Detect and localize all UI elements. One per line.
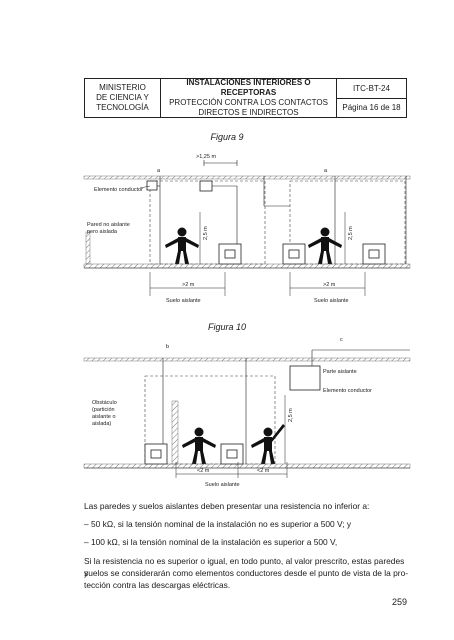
ministry-cell: MINISTERIO DE CIENCIA Y TECNOLOGÍA [85, 79, 161, 117]
doc-subtitle-line: DIRECTOS E INDIRECTOS [198, 108, 299, 117]
list-item: – 50 kΩ, si la tensión nominal de la ins… [84, 519, 352, 529]
obstaculo-line: aislante o [92, 414, 116, 420]
height-right: 2,5 m [348, 226, 354, 240]
appliance-icon [144, 443, 168, 465]
dim-right: >2 m [323, 282, 336, 288]
dim-right: <2 m [257, 468, 270, 474]
elemento-conductor-label: Elemento conductor [323, 388, 372, 394]
dim-left: <2 m [197, 468, 210, 474]
floor-hatch [83, 463, 411, 469]
doc-subtitle-line: PROTECCIÓN CONTRA LOS CONTACTOS [169, 98, 328, 107]
conductor-element [146, 180, 158, 191]
figure9-diagram: a a >1,25 m Elemento conductor Pared no … [83, 154, 411, 304]
intro-text: Las paredes y suelos aislantes deben pre… [84, 501, 370, 511]
figure10-diagram: b c Parte aislante Elemento conductor Ob… [83, 337, 411, 488]
height-left: 2,5 m [203, 226, 209, 240]
label-a1-left: a [157, 168, 161, 174]
obstacle-partition [171, 400, 179, 465]
figure10-caption: Figura 10 [207, 322, 247, 332]
header-table: MINISTERIO DE CIENCIA Y TECNOLOGÍA INSTA… [84, 78, 407, 118]
parte-aislante-label: Parte aislante [323, 369, 357, 375]
doc-title: INSTALACIONES INTERIORES O RECEPTORAS [186, 78, 311, 97]
suelo-right: Suelo aislante [314, 298, 349, 304]
paragraph-line: tección contra las descargas eléctricas. [84, 580, 231, 590]
suelo-label: Suelo aislante [205, 482, 240, 488]
pared-label-1: Pared no aislante [87, 222, 130, 228]
ministry-line: MINISTERIO [99, 83, 146, 92]
dim-left: >2 m [182, 282, 195, 288]
label-a1-right: a [324, 168, 328, 174]
list-item: – 100 kΩ, si la tensión nominal de la in… [84, 537, 338, 547]
appliance-icon [220, 443, 244, 465]
conductor-element [289, 365, 321, 391]
person-figure [182, 427, 216, 464]
paragraph-line: Si la resistencia no es superior o igual… [84, 556, 405, 578]
label-c: c [340, 337, 343, 343]
page-number: 259 [391, 597, 407, 607]
obstaculo-line: aislada) [92, 421, 111, 427]
pared-label-2: pero aislada [87, 229, 118, 235]
elemento-conductor-label: Elemento conductor [94, 187, 143, 193]
page-indicator: Página 16 de 18 [342, 103, 401, 113]
figure9-caption: Figura 9 [210, 132, 244, 142]
obstaculo-line: (partición [92, 407, 115, 413]
title-cell: INSTALACIONES INTERIORES O RECEPTORAS PR… [161, 78, 337, 117]
ministry-line: TECNOLOGÍA [96, 103, 149, 112]
suelo-left: Suelo aislante [166, 298, 201, 304]
ministry-line: DE CIENCIA Y [96, 93, 149, 102]
paragraph-line: suelos se considerarán como elementos co… [84, 568, 409, 578]
dim-top: >1,25 m [196, 154, 216, 160]
ceiling-hatch [83, 175, 411, 180]
person-figure [251, 424, 285, 464]
height-label: 2,5 m [288, 408, 294, 422]
ceiling-hatch [83, 357, 411, 362]
code-cell: ITC-BT-24 Página 16 de 18 [337, 79, 406, 117]
label-b: b [166, 344, 169, 350]
doc-code: ITC-BT-24 [337, 79, 406, 99]
obstaculo-line: Obstáculo [92, 400, 117, 406]
